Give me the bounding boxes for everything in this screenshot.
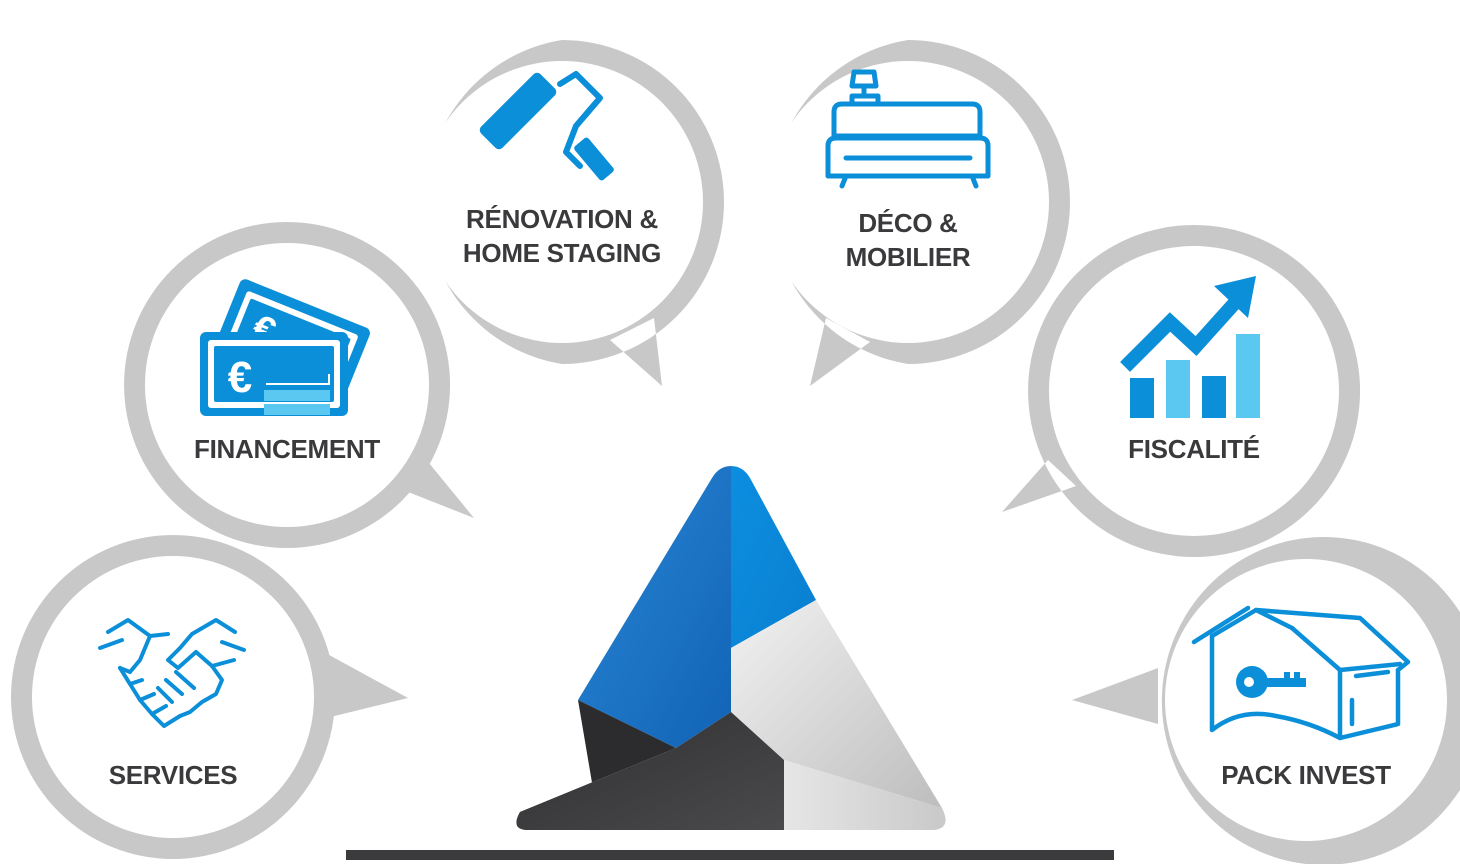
banknotes-euro-icon: € € <box>200 279 370 416</box>
bubble-pack-fill <box>1165 559 1447 841</box>
bubble-financement-label: FINANCEMENT <box>194 434 380 464</box>
bubble-fiscalite-label: FISCALITÉ <box>1128 434 1260 464</box>
bubble-renovation-fill <box>421 61 703 343</box>
bubble-fiscalite: FISCALITÉ <box>1002 224 1361 557</box>
bubble-financement: € € FINANCEMENT <box>124 222 474 548</box>
bubble-renovation-label-1: RÉNOVATION & <box>466 204 658 234</box>
bubble-services: SERVICES <box>11 535 408 859</box>
svg-text:€: € <box>228 353 252 402</box>
bubble-pack-label: PACK INVEST <box>1221 760 1391 790</box>
bubble-renovation: RÉNOVATION & HOME STAGING <box>421 40 724 386</box>
house-key-icon <box>1191 605 1411 741</box>
bubble-pack-invest: PACK INVEST <box>1072 537 1460 864</box>
baseline <box>346 850 1114 860</box>
bubble-deco-label-1: DÉCO & <box>858 208 957 238</box>
growth-chart-icon <box>1120 276 1260 418</box>
triangle-logo-icon <box>516 466 946 830</box>
bubble-services-label: SERVICES <box>109 760 238 790</box>
bubble-deco-label-2: MOBILIER <box>846 242 971 272</box>
handshake-icon <box>98 618 246 728</box>
bubble-renovation-label-2: HOME STAGING <box>463 238 661 268</box>
paint-roller-icon <box>479 71 614 181</box>
bubble-fiscalite-fill <box>1049 246 1339 536</box>
sofa-lamp-icon <box>825 69 991 189</box>
bubble-deco: DÉCO & MOBILIER <box>767 40 1070 386</box>
bubble-services-fill <box>32 556 314 838</box>
